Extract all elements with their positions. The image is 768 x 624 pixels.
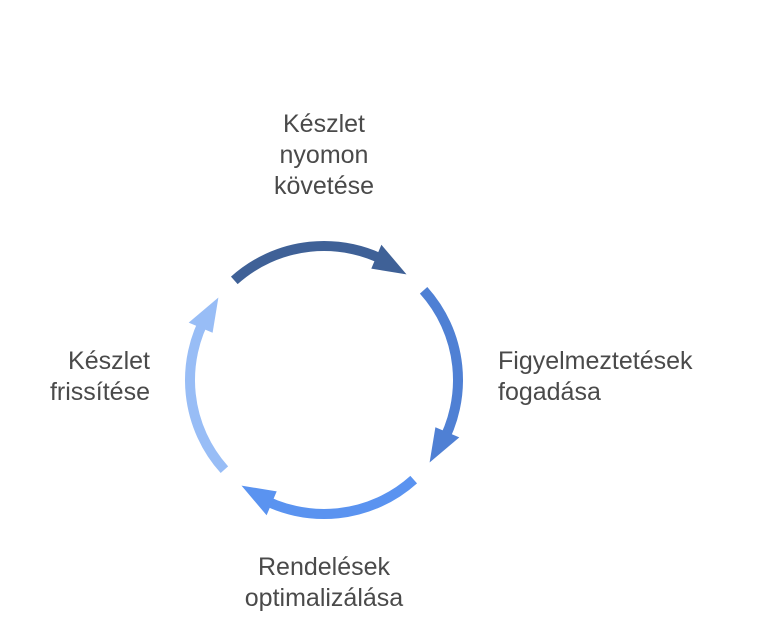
step-label-line: Rendelések bbox=[257, 553, 391, 581]
arrow-arc-update bbox=[185, 311, 229, 474]
step-label-update-inventory: Készlet frissítése bbox=[18, 346, 150, 408]
step-label-line: nyomon bbox=[279, 141, 369, 169]
step-label-line: fogadása bbox=[498, 378, 601, 406]
step-label-line: optimalizálása bbox=[244, 584, 404, 612]
step-label-line: Készlet bbox=[68, 347, 150, 375]
arrow-arc-orders bbox=[255, 475, 418, 519]
arrowhead-icon bbox=[188, 297, 219, 333]
arrowhead-icon bbox=[371, 244, 407, 275]
arrowhead-icon bbox=[429, 427, 460, 463]
step-label-track-inventory: Készlet nyomon követése bbox=[224, 109, 424, 202]
step-label-optimize-orders: Rendelések optimalizálása bbox=[205, 552, 443, 614]
step-label-line: követése bbox=[273, 172, 375, 200]
step-label-line: frissítése bbox=[49, 378, 150, 406]
arrowhead-icon bbox=[241, 485, 277, 516]
step-label-line: Készlet bbox=[283, 110, 365, 138]
arrow-arc-alerts bbox=[419, 286, 463, 449]
step-label-line: Figyelmeztetések bbox=[498, 347, 693, 375]
step-label-receive-alerts: Figyelmeztetések fogadása bbox=[498, 346, 693, 408]
arrow-arc-track bbox=[230, 241, 393, 285]
